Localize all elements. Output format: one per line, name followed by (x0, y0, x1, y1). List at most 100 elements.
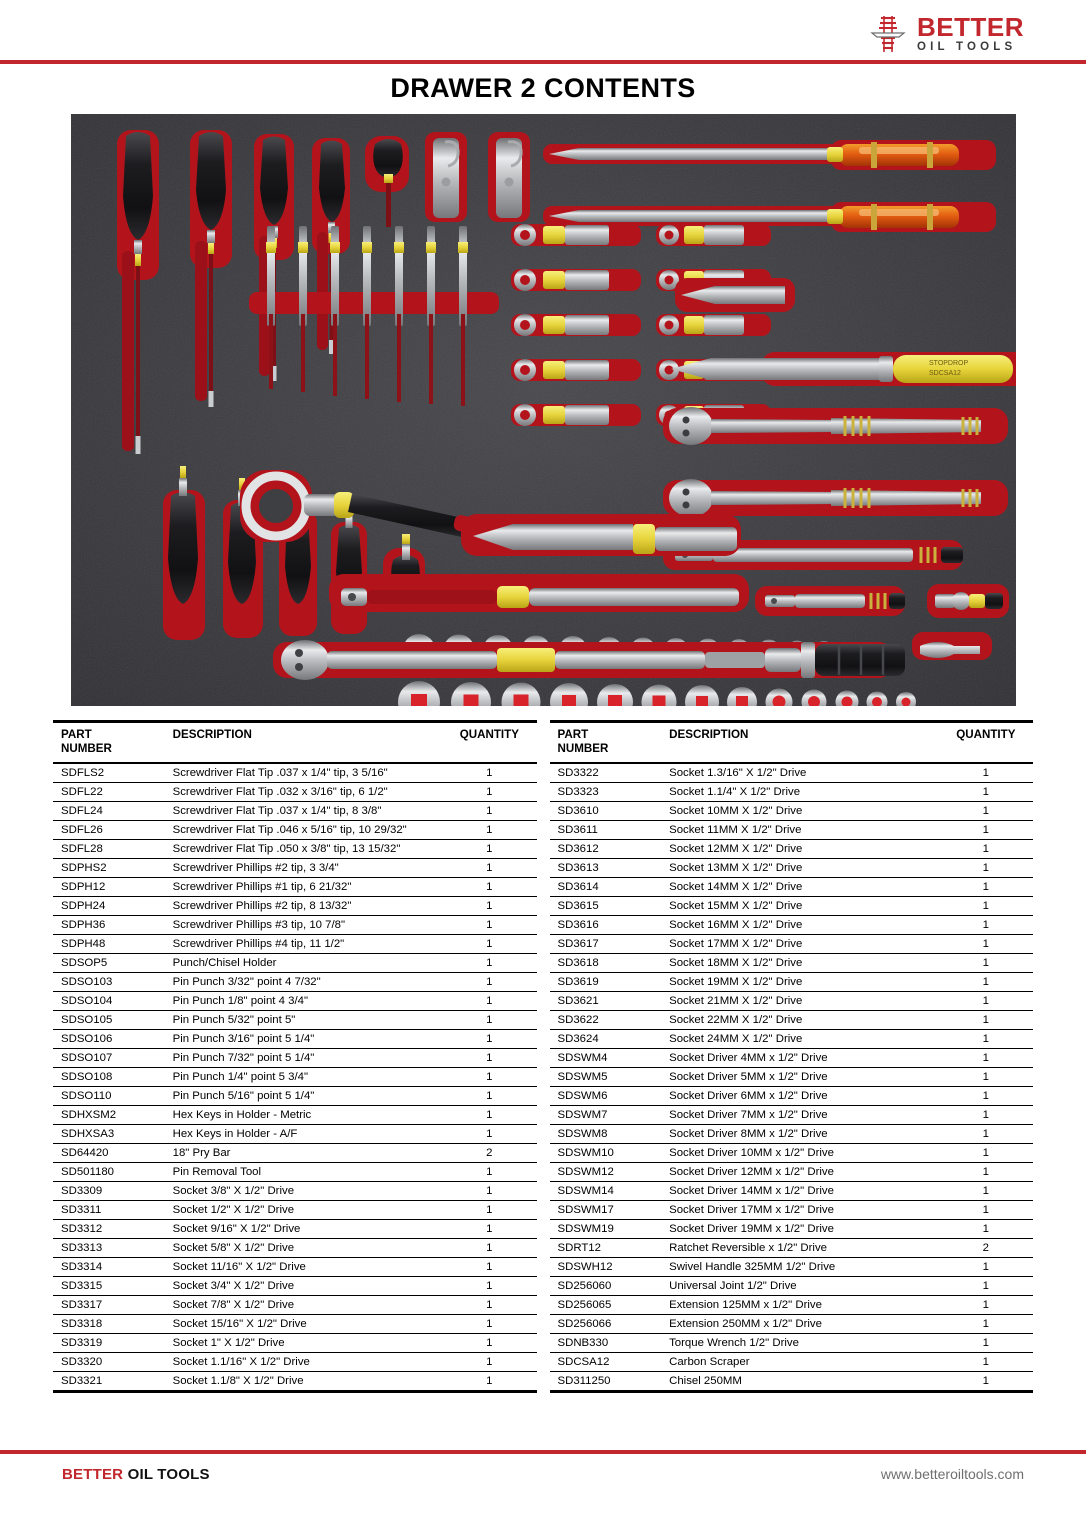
cell-quantity: 1 (938, 1199, 1033, 1220)
cell-quantity: 1 (442, 876, 537, 897)
cell-part-number: SDFL28 (53, 838, 167, 859)
cell-description: Screwdriver Flat Tip .032 x 3/16" tip, 6… (166, 781, 443, 802)
cell-description: Pin Punch 5/32" point 5" (166, 1009, 443, 1030)
cell-description: Socket 3/4" X 1/2" Drive (166, 1275, 443, 1296)
cell-quantity: 1 (938, 838, 1033, 859)
cell-description: Socket 13MM X 1/2" Drive (663, 857, 939, 878)
cell-part-number: SDSWM19 (549, 1218, 664, 1239)
cell-part-number: SDHXSA3 (53, 1123, 167, 1144)
cell-quantity: 1 (938, 1028, 1033, 1049)
cell-description: Ratchet Reversible x 1/2" Drive (663, 1237, 939, 1258)
cell-quantity: 1 (442, 895, 537, 916)
cell-description: Pin Punch 3/16" point 5 1/4" (166, 1028, 443, 1049)
cell-part-number: SDSWM12 (549, 1161, 664, 1182)
cell-part-number: SDSWM8 (549, 1123, 664, 1144)
cell-quantity: 1 (442, 914, 537, 935)
logo-wordmark: BETTER OIL TOOLS (917, 14, 1024, 54)
cell-part-number: SDPH12 (53, 876, 167, 897)
cell-quantity: 1 (938, 1142, 1033, 1163)
cell-quantity: 1 (442, 952, 537, 973)
cell-description: Socket 16MM X 1/2" Drive (663, 914, 939, 935)
cell-description: Socket Driver 7MM x 1/2" Drive (663, 1104, 939, 1125)
cell-part-number: SDFL22 (53, 781, 167, 802)
cell-quantity: 1 (442, 857, 537, 878)
cell-quantity: 1 (938, 1085, 1033, 1106)
cell-part-number: SD64420 (53, 1142, 167, 1163)
cell-quantity: 1 (938, 1180, 1033, 1201)
cell-part-number: SDSWM17 (549, 1199, 664, 1220)
cell-part-number: SDPH24 (53, 895, 167, 916)
cell-quantity: 1 (442, 1180, 537, 1201)
cell-quantity: 1 (442, 1047, 537, 1068)
cell-description: Screwdriver Phillips #2 tip, 3 3/4" (166, 857, 443, 878)
cell-part-number: SD3621 (549, 990, 664, 1011)
cell-description: Socket 1/2" X 1/2" Drive (166, 1199, 443, 1220)
footer-website-url[interactable]: www.betteroiltools.com (880, 1466, 1024, 1482)
cell-quantity: 1 (938, 1370, 1033, 1393)
cell-quantity: 1 (938, 914, 1033, 935)
cell-part-number: SD3323 (549, 781, 664, 802)
cell-part-number: SD3313 (53, 1237, 167, 1258)
logo-brand-text: BETTER (917, 12, 1024, 43)
cell-description: Screwdriver Flat Tip .046 x 5/16" tip, 1… (166, 819, 443, 840)
cell-quantity: 1 (442, 1161, 537, 1182)
col-header-part-number: PART NUMBER (53, 719, 167, 764)
cell-quantity: 1 (938, 781, 1033, 802)
cell-description: Screwdriver Flat Tip .050 x 3/8" tip, 13… (166, 838, 443, 859)
cell-quantity: 1 (938, 1123, 1033, 1144)
table-head-left: PART NUMBER DESCRIPTION QUANTITY (53, 719, 537, 764)
cell-description: Pin Punch 5/16" point 5 1/4" (166, 1085, 443, 1106)
cell-quantity: 1 (442, 1009, 537, 1030)
cell-part-number: SD3619 (549, 971, 664, 992)
cell-description: Socket 14MM X 1/2" Drive (663, 876, 939, 897)
cell-description: Pin Punch 1/4" point 5 3/4" (166, 1066, 443, 1087)
col-header-description: DESCRIPTION (663, 719, 939, 764)
cell-quantity: 1 (442, 1199, 537, 1220)
cell-description: Universal Joint 1/2" Drive (663, 1275, 939, 1296)
cell-part-number: SDFLS2 (53, 762, 167, 783)
cell-part-number: SD3611 (549, 819, 664, 840)
cell-part-number: SDSO107 (53, 1047, 167, 1068)
cell-part-number: SD3309 (53, 1180, 167, 1201)
cell-part-number: SD3314 (53, 1256, 167, 1277)
cell-quantity: 1 (442, 1332, 537, 1353)
logo-subtitle-text: OIL TOOLS (917, 41, 1017, 54)
cell-description: Socket Driver 14MM x 1/2" Drive (663, 1180, 939, 1201)
cell-quantity: 1 (442, 819, 537, 840)
bottom-red-rule (0, 1450, 1086, 1454)
cell-description: Punch/Chisel Holder (166, 952, 443, 973)
cell-description: Pin Punch 3/32" point 4 7/32" (166, 971, 443, 992)
cell-description: Socket 22MM X 1/2" Drive (663, 1009, 939, 1030)
cell-quantity: 1 (442, 933, 537, 954)
